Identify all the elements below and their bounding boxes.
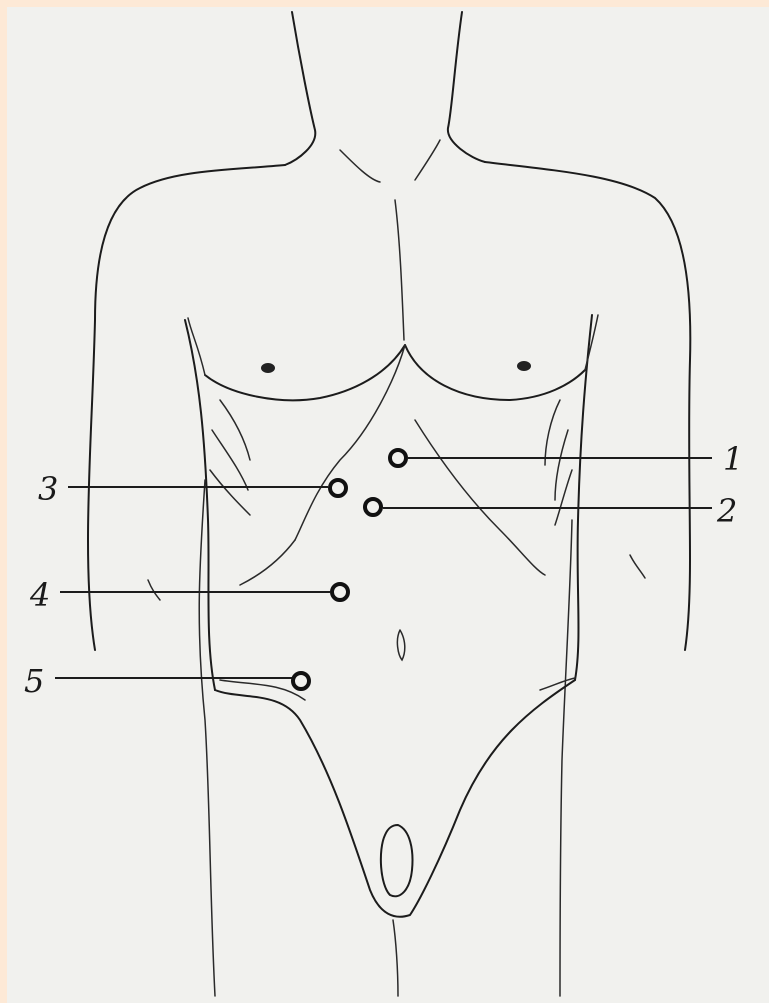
leader-lines: [55, 458, 712, 678]
point-marker-1: [390, 450, 406, 466]
abdomen-details: [148, 345, 645, 660]
point-labels: 1 2 3 4 5: [24, 440, 743, 700]
label-3: 3: [38, 470, 58, 508]
marked-points: [293, 450, 406, 689]
point-marker-5: [293, 673, 309, 689]
chest-details: [188, 140, 598, 400]
label-2: 2: [716, 492, 737, 530]
body-outline: [88, 12, 690, 996]
label-5: 5: [24, 662, 44, 700]
label-1: 1: [723, 440, 743, 478]
point-marker-4: [332, 584, 348, 600]
point-marker-2: [365, 499, 381, 515]
label-4: 4: [29, 576, 50, 614]
point-marker-3: [330, 480, 346, 496]
